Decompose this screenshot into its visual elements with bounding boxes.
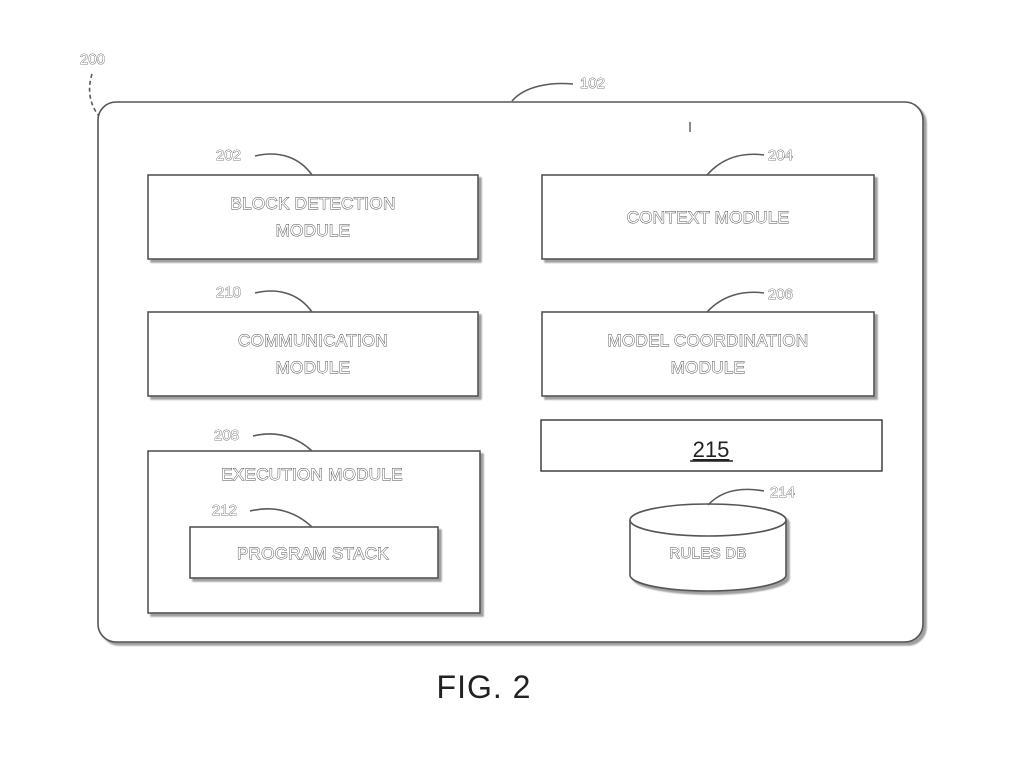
communication-leader: [254, 290, 313, 313]
communication-label-line1: COMMUNICATION: [238, 331, 388, 350]
model-coordination-label-line1: MODEL COORDINATION: [608, 331, 809, 350]
context-leader: [706, 153, 765, 176]
context-module: CONTEXT MODULE: [541, 174, 875, 260]
component-215-box: [540, 419, 883, 472]
block-detection-leader: [254, 153, 313, 176]
block-detection-label-line2: MODULE: [276, 221, 351, 240]
execution-label: EXECUTION MODULE: [221, 465, 402, 484]
block-detection-label-line1: BLOCK DETECTION: [230, 194, 395, 213]
program-stack: PROGRAM STACK: [189, 526, 439, 579]
communication-box: [147, 311, 479, 397]
communication-module: COMMUNICATION MODULE: [147, 311, 479, 397]
model-coordination-leader: [706, 291, 765, 313]
context-box: [541, 174, 875, 260]
model-coordination-module: MODEL COORDINATION MODULE: [541, 311, 875, 397]
component-215-label: 215: [693, 437, 730, 462]
program-stack-label: PROGRAM STACK: [237, 544, 389, 563]
ref-label-system: 200: [80, 51, 105, 68]
ref-label-block-detection: 202: [216, 147, 241, 164]
ref-label-model-coordination: 206: [768, 286, 793, 303]
execution-leader: [252, 433, 313, 452]
rules-db-leader: [707, 488, 765, 506]
rules-db-label: RULES DB: [669, 545, 746, 562]
ref-label-execution: 208: [214, 427, 239, 444]
ref-label-communication: 210: [216, 284, 241, 301]
program-stack-leader: [249, 508, 313, 528]
ref-label-rules-db: 214: [770, 484, 795, 501]
communication-label-line2: MODULE: [276, 358, 351, 377]
device-leader: [511, 82, 574, 102]
program-stack-box: [189, 526, 439, 579]
block-detection-module: BLOCK DETECTION MODULE: [147, 174, 479, 260]
model-coordination-box: [541, 311, 875, 397]
ref-label-context: 204: [768, 147, 793, 164]
model-coordination-label-line2: MODULE: [671, 358, 746, 377]
block-detection-box: [147, 174, 479, 260]
ref-label-device: 102: [580, 75, 605, 92]
figure-caption: FIG. 2: [437, 669, 532, 705]
component-215: 215: [540, 419, 883, 472]
ref-label-program-stack: 212: [212, 502, 237, 519]
rules-db-body: [629, 520, 787, 592]
context-label: CONTEXT MODULE: [627, 208, 790, 227]
rules-db-top: [629, 503, 787, 537]
